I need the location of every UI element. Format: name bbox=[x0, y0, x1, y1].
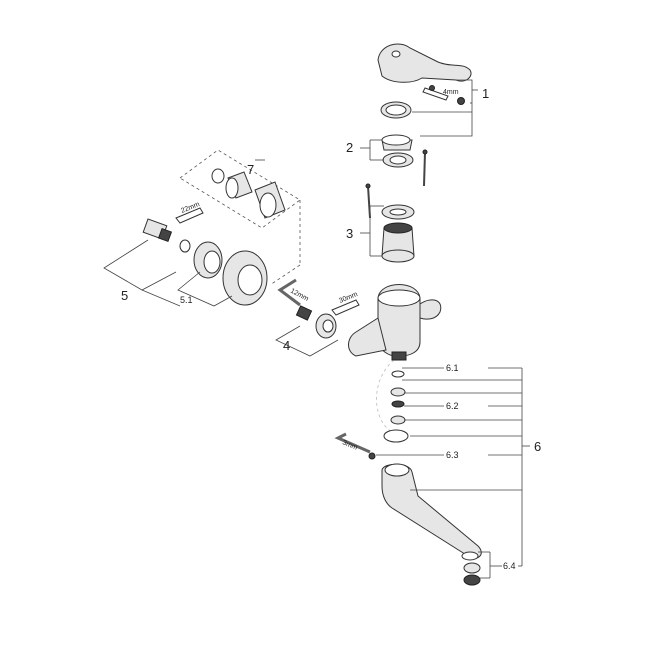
cartridge-plate-part bbox=[381, 204, 415, 220]
hex-key-3mm-icon bbox=[334, 432, 376, 460]
callout-6-1: 6.1 bbox=[446, 363, 459, 373]
hex-key-4mm-icon bbox=[422, 85, 465, 105]
part-group-3 bbox=[360, 149, 428, 263]
sleeve-part bbox=[225, 171, 253, 199]
valve-connector-part bbox=[142, 218, 191, 253]
part-group-7 bbox=[179, 149, 301, 286]
hex-key-30mm-icon bbox=[331, 299, 360, 316]
callout-1: 1 bbox=[482, 86, 489, 101]
seal-ring-part bbox=[383, 429, 409, 443]
part-group-4 bbox=[275, 278, 360, 357]
callout-6-4: 6.4 bbox=[503, 561, 516, 571]
callout-6: 6 bbox=[534, 439, 541, 454]
callout-6-2: 6.2 bbox=[446, 401, 459, 411]
callout-5: 5 bbox=[121, 288, 128, 303]
cap-ring-part bbox=[380, 101, 412, 119]
hex-key-12mm-icon bbox=[277, 278, 301, 307]
extension-sleeve-part bbox=[254, 181, 286, 219]
part-group-2 bbox=[360, 134, 414, 168]
dimension-3mm: 3mm bbox=[341, 439, 358, 451]
callout-2: 2 bbox=[346, 140, 353, 155]
callout-3: 3 bbox=[346, 226, 353, 241]
adapter-part bbox=[382, 152, 414, 168]
part-group-1 bbox=[377, 43, 478, 137]
part-group-5 bbox=[103, 207, 268, 307]
callout-6-3: 6.3 bbox=[446, 450, 459, 460]
bearing-6-2-part bbox=[390, 387, 406, 425]
fixing-screw-left-part bbox=[365, 183, 371, 219]
o-ring-6-1-part bbox=[391, 351, 407, 378]
lever-handle-part bbox=[377, 43, 472, 83]
hex-key-22mm-icon bbox=[175, 207, 204, 224]
wall-ring-part bbox=[193, 241, 223, 279]
callout-7: 7 bbox=[247, 162, 254, 177]
connector-nut-part bbox=[295, 305, 337, 339]
callout-4: 4 bbox=[283, 338, 290, 353]
aerator-part bbox=[461, 551, 481, 586]
spout-part bbox=[381, 463, 482, 559]
ceramic-cartridge-part bbox=[381, 222, 415, 263]
mixer-body-part bbox=[348, 284, 442, 357]
callout-5-1: 5.1 bbox=[180, 295, 193, 305]
part-group-6 bbox=[334, 351, 530, 586]
guide-ring-part bbox=[381, 134, 413, 151]
fixing-screw-right-part bbox=[422, 149, 428, 187]
dimension-4mm: 4mm bbox=[443, 89, 459, 96]
wall-rosette-part bbox=[222, 250, 268, 306]
